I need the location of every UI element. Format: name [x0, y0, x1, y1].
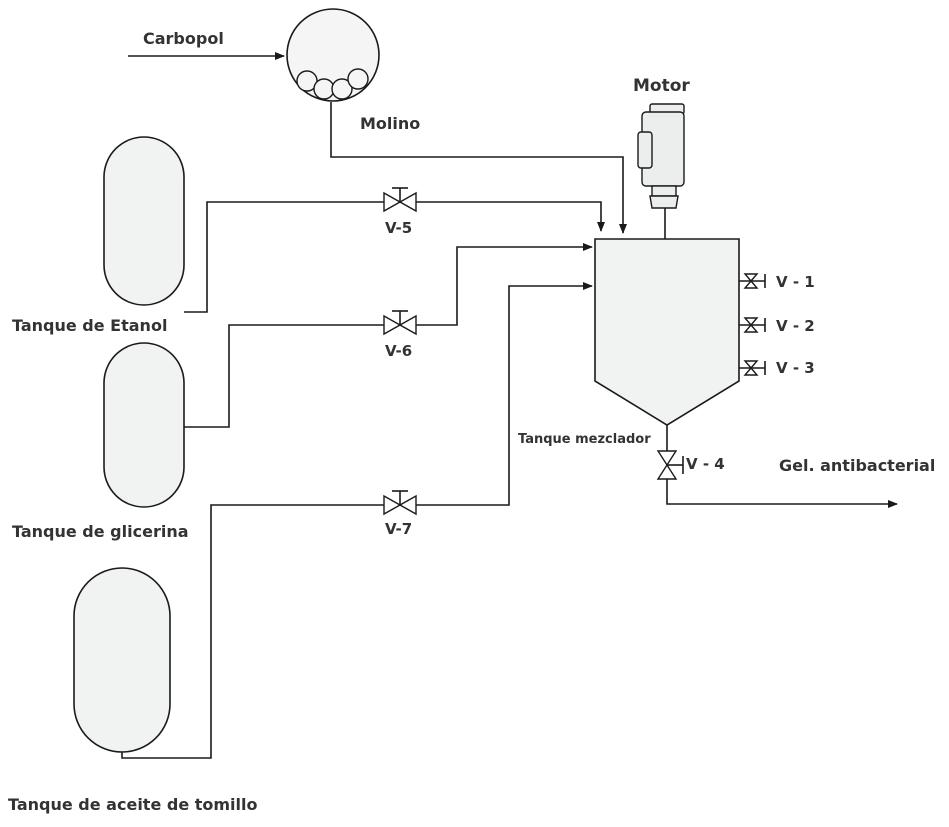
carbopol-label: Carbopol: [143, 29, 224, 48]
valve-v6-icon[interactable]: [383, 310, 417, 336]
glicerina-line: [184, 243, 593, 428]
motor-label: Motor: [633, 76, 690, 96]
tanque-mezclador-label: Tanque mezclador: [518, 432, 651, 447]
valve-v4-label: V - 4: [686, 455, 725, 473]
tanque-etanol-label: Tanque de Etanol: [12, 316, 167, 335]
tanque-tomillo-vessel: [73, 567, 171, 753]
valve-v1-label: V - 1: [776, 273, 815, 291]
valve-v7-icon[interactable]: [383, 490, 417, 516]
valve-v5-label: V-5: [385, 219, 412, 237]
gel-antibacterial-label: Gel. antibacterial: [779, 456, 935, 475]
molino-mill: [286, 8, 380, 102]
tanque-etanol-vessel: [103, 136, 185, 306]
motor-icon: [637, 103, 685, 239]
etanol-line: [184, 201, 605, 313]
tanque-glicerina-label: Tanque de glicerina: [12, 522, 189, 541]
valve-v3-label: V - 3: [776, 359, 815, 377]
tomillo-line: [121, 282, 593, 759]
mill-to-mixer-line: [330, 102, 627, 234]
valve-v7-label: V-7: [385, 520, 412, 538]
valve-v4-icon[interactable]: [656, 450, 684, 480]
molino-label: Molino: [360, 114, 420, 133]
valve-v2-icon[interactable]: [739, 317, 766, 333]
valve-v3-icon[interactable]: [739, 360, 766, 376]
tanque-mezclador-vessel: [594, 238, 740, 426]
valve-v1-icon[interactable]: [739, 273, 766, 289]
tanque-tomillo-label: Tanque de aceite de tomillo: [8, 795, 258, 814]
tanque-glicerina-vessel: [103, 342, 185, 508]
valve-v5-icon[interactable]: [383, 187, 417, 213]
valve-v2-label: V - 2: [776, 317, 815, 335]
valve-v6-label: V-6: [385, 342, 412, 360]
